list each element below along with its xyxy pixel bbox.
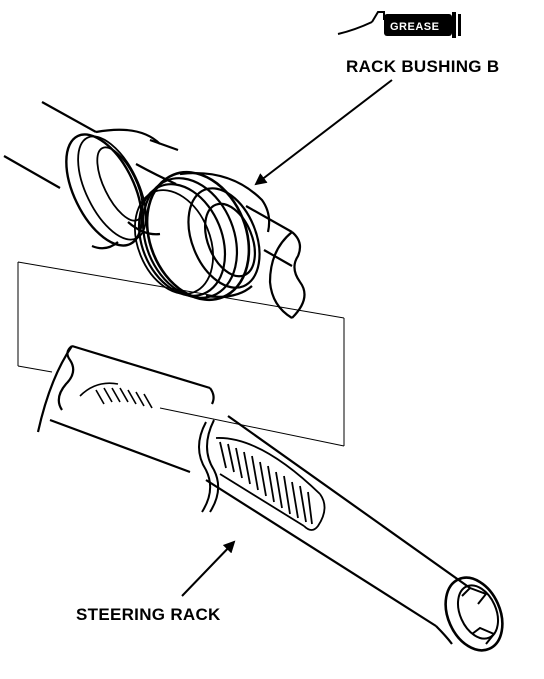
rack-teeth-left — [79, 382, 153, 409]
rack-end — [435, 576, 504, 652]
grease-label: GREASE — [390, 21, 439, 33]
rack-bushing-label: RACK BUSHING B — [346, 57, 499, 76]
grease-tube-icon: GREASE — [337, 11, 461, 38]
steering-rack-arrow — [181, 540, 236, 597]
rack-bushing-b — [134, 170, 271, 302]
rack-bushing-arrow — [254, 79, 393, 186]
steering-rack-label: STEERING RACK — [76, 605, 221, 624]
cutaway-frame — [17, 261, 345, 447]
rack-shaft-upper — [268, 231, 306, 319]
steering-rack — [36, 344, 471, 627]
rack-teeth-main — [215, 437, 326, 531]
